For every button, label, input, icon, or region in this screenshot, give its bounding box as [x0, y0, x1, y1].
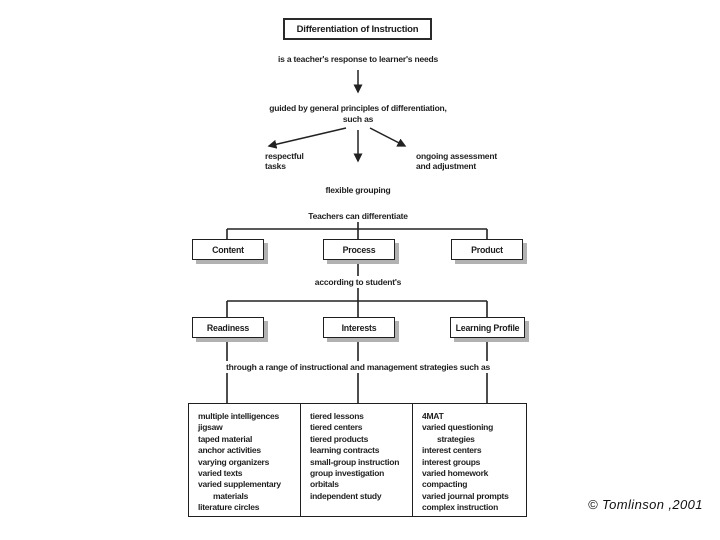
strategy-item: interest groups: [422, 456, 481, 467]
node-readiness-label: Readiness: [206, 322, 250, 333]
text-guided-principles: guided by general principles of differen…: [269, 103, 447, 124]
text-ongoing-assessment: ongoing assessment and adjustment: [416, 151, 497, 171]
strategy-item: independent study: [310, 490, 382, 501]
strategy-item: group investigation: [310, 468, 385, 479]
strategy-item: varied supplementary materials: [198, 479, 281, 501]
arrow-ongoing: [369, 127, 407, 147]
strategy-item: taped material: [198, 433, 253, 444]
node-content: Content: [192, 239, 264, 260]
strategy-item: multiple intelligences: [198, 411, 279, 421]
strategy-item: complex instruction: [422, 502, 499, 513]
text-strategies-intro: through a range of instructional and man…: [221, 361, 495, 373]
node-content-label: Content: [212, 244, 244, 255]
node-interests: Interests: [323, 317, 395, 338]
strategy-item: varying organizers: [198, 456, 270, 467]
strategy-item: varied journal prompts: [422, 490, 509, 501]
strategy-item: 4MAT: [422, 411, 444, 421]
attribution-text: © Tomlinson ,2001: [588, 497, 703, 512]
node-learning-profile-label: Learning Profile: [455, 322, 520, 333]
node-interests-label: Interests: [341, 322, 377, 333]
strategy-item: varied questioning strategies: [422, 422, 494, 444]
strategy-item: tiered products: [310, 433, 369, 444]
node-process-label: Process: [342, 244, 376, 255]
strategy-item: tiered centers: [310, 422, 363, 433]
node-readiness: Readiness: [192, 317, 264, 338]
text-teachers-can-differentiate: Teachers can differentiate: [308, 211, 408, 221]
strategy-item: learning contracts: [310, 445, 380, 456]
strategy-item: compacting: [422, 479, 468, 490]
node-learning-profile: Learning Profile: [450, 317, 525, 338]
tree-according: [226, 262, 488, 319]
strategy-item: small-group instruction: [310, 456, 400, 467]
strategy-item: orbitals: [310, 479, 339, 490]
text-teacher-response: is a teacher's response to learner's nee…: [277, 54, 439, 64]
strategy-item: varied homework: [422, 468, 489, 479]
strategy-item: tiered lessons: [310, 411, 364, 421]
text-according-to-students: according to student's: [310, 276, 406, 288]
strategy-item: varied texts: [198, 468, 243, 479]
strategy-item: literature circles: [198, 502, 260, 513]
node-product-label: Product: [471, 244, 503, 255]
node-process: Process: [323, 239, 395, 260]
arrow-respectful: [267, 127, 347, 149]
node-differentiation-title-label: Differentiation of Instruction: [296, 23, 419, 35]
tree-differentiate: [226, 222, 488, 241]
strategy-item: interest centers: [422, 445, 482, 456]
strategy-item: anchor activities: [198, 445, 261, 456]
node-product: Product: [451, 239, 523, 260]
text-respectful-tasks: respectful tasks: [265, 151, 304, 171]
node-differentiation-title: Differentiation of Instruction: [283, 18, 432, 40]
text-flexible-grouping: flexible grouping: [325, 185, 391, 195]
strategy-item: jigsaw: [198, 422, 223, 433]
